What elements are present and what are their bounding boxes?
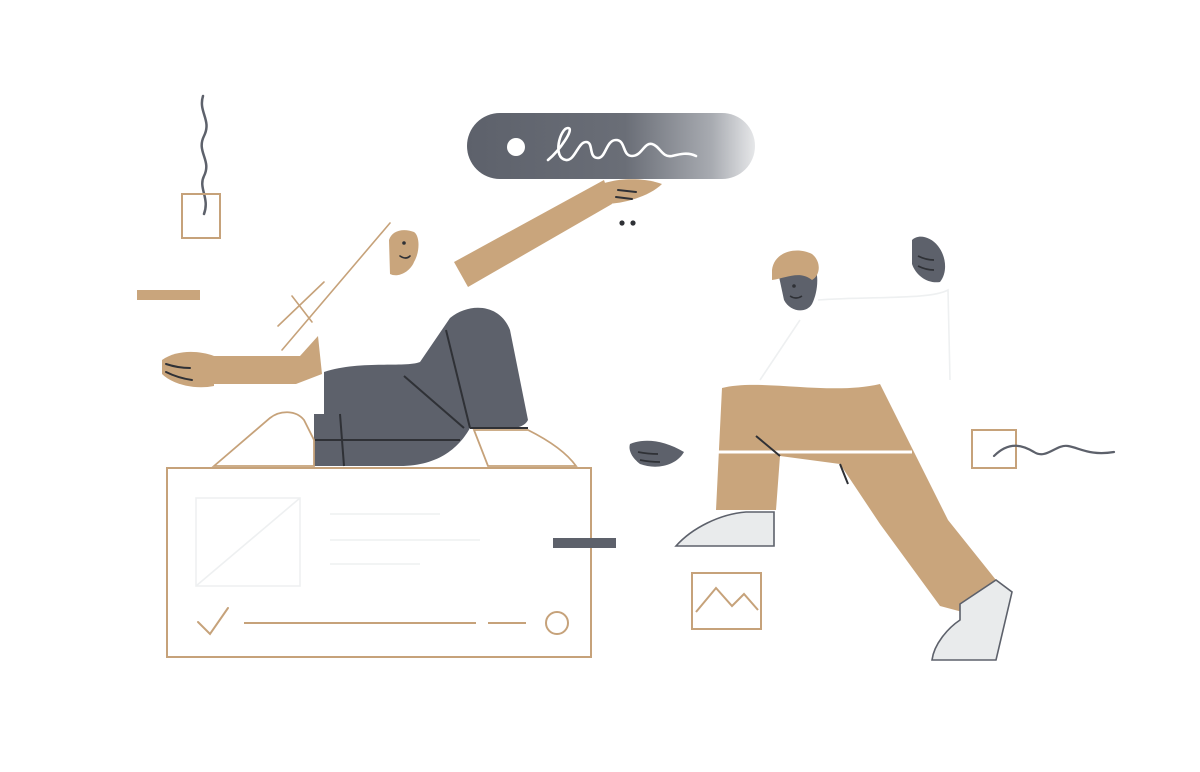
trousers-slate xyxy=(314,307,528,466)
head-person1 xyxy=(389,230,419,276)
dot-right xyxy=(630,220,636,226)
shoe-left xyxy=(211,411,315,467)
frame-square-right xyxy=(971,429,1017,469)
slate-bar xyxy=(553,538,616,548)
hair xyxy=(772,250,819,280)
squiggle-icon xyxy=(200,94,208,216)
shoe-front xyxy=(674,511,775,547)
frame-square-topleft xyxy=(181,193,221,239)
checkmark-icon xyxy=(197,607,229,636)
person-sitting xyxy=(162,179,662,467)
shoe-right xyxy=(472,429,578,467)
dot-left xyxy=(619,220,625,226)
signature-pill xyxy=(467,113,755,179)
tan-bar-left xyxy=(137,290,200,300)
person-running xyxy=(629,236,1013,661)
trousers-tan xyxy=(716,384,996,614)
forward-arm xyxy=(210,336,322,384)
raised-arm xyxy=(454,180,612,287)
signature-scribble xyxy=(546,126,698,162)
image-icon xyxy=(691,572,762,630)
forward-hand xyxy=(162,351,214,388)
signature-card xyxy=(166,467,592,658)
shoe-back xyxy=(931,579,1013,661)
circle-icon xyxy=(545,611,569,635)
wave-line xyxy=(992,444,1116,458)
